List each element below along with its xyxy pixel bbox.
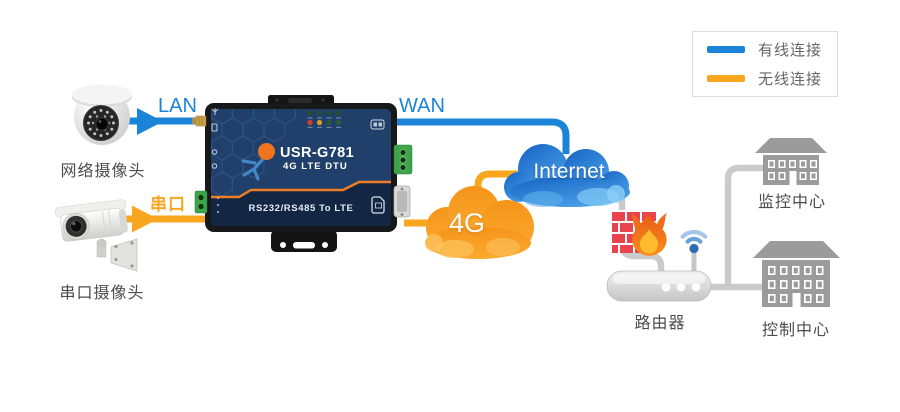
internet-cloud-label: Internet: [533, 160, 605, 183]
monitoring-center-label: 监控中心: [757, 194, 826, 211]
status-led-icons: [307, 110, 342, 128]
bullet-camera-icon: [54, 199, 138, 272]
power-terminal-right: [393, 144, 413, 175]
camera-bracket: [96, 238, 138, 272]
legend-box: 有线连接 无线连接: [692, 31, 838, 97]
dome-camera-icon: [72, 84, 132, 145]
device-type-label: 4G LTE DTU: [283, 161, 348, 172]
dtu-bottom-mount-tab: [271, 230, 337, 252]
antenna-connector-icon: [192, 115, 207, 127]
usr-logo-icon: [241, 143, 275, 181]
serial-camera-label: 串口摄像头: [59, 285, 145, 302]
firewall-icon: [610, 210, 667, 256]
legend-row-wired: 有线连接: [693, 39, 837, 60]
wireless-legend-label: 无线连接: [758, 70, 823, 88]
control-center-label: 控制中心: [761, 322, 830, 339]
network-camera-label: 网络摄像头: [60, 163, 146, 180]
link-4g-to-internet: [474, 170, 552, 196]
db9-connector-icon: [393, 185, 411, 218]
legend-row-wireless: 无线连接: [693, 68, 837, 89]
dot-marks: [217, 197, 219, 213]
4g-cloud-icon: [425, 186, 534, 259]
monitoring-center-building-icon: [755, 138, 827, 185]
4g-badge-icon: [370, 119, 385, 130]
router-icon: [606, 270, 712, 302]
sim-card-icon: [371, 196, 385, 214]
lan-label: LAN: [158, 95, 197, 117]
link-wan: [396, 118, 570, 154]
control-center-building-icon: [753, 241, 840, 307]
flame-icon: [631, 213, 667, 256]
wan-label: WAN: [399, 95, 445, 117]
link-router-to-monitoring-center: [724, 164, 768, 287]
serial-arrowhead-icon: [132, 205, 158, 233]
dtu-accent-stripe: [211, 180, 391, 199]
4g-cloud-label: 4G: [448, 208, 486, 238]
serial-terminal-left: [194, 190, 208, 214]
wired-legend-label: 有线连接: [758, 42, 823, 60]
serial-port-label: 串口: [150, 195, 186, 214]
wireless-line-swatch: [707, 74, 745, 82]
router-label: 路由器: [634, 315, 686, 332]
device-caption-label: RS232/RS485 To LTE: [248, 203, 354, 214]
antenna-glyph-icon: [211, 108, 219, 169]
dtu-lower-band: [211, 182, 391, 226]
lan-arrowhead-icon: [137, 108, 163, 135]
wifi-icon: [680, 229, 708, 254]
device-model-label: USR-G781: [280, 145, 355, 161]
internet-cloud-icon: [504, 144, 630, 207]
dtu-device: [192, 95, 413, 252]
wired-line-swatch: [707, 46, 745, 54]
